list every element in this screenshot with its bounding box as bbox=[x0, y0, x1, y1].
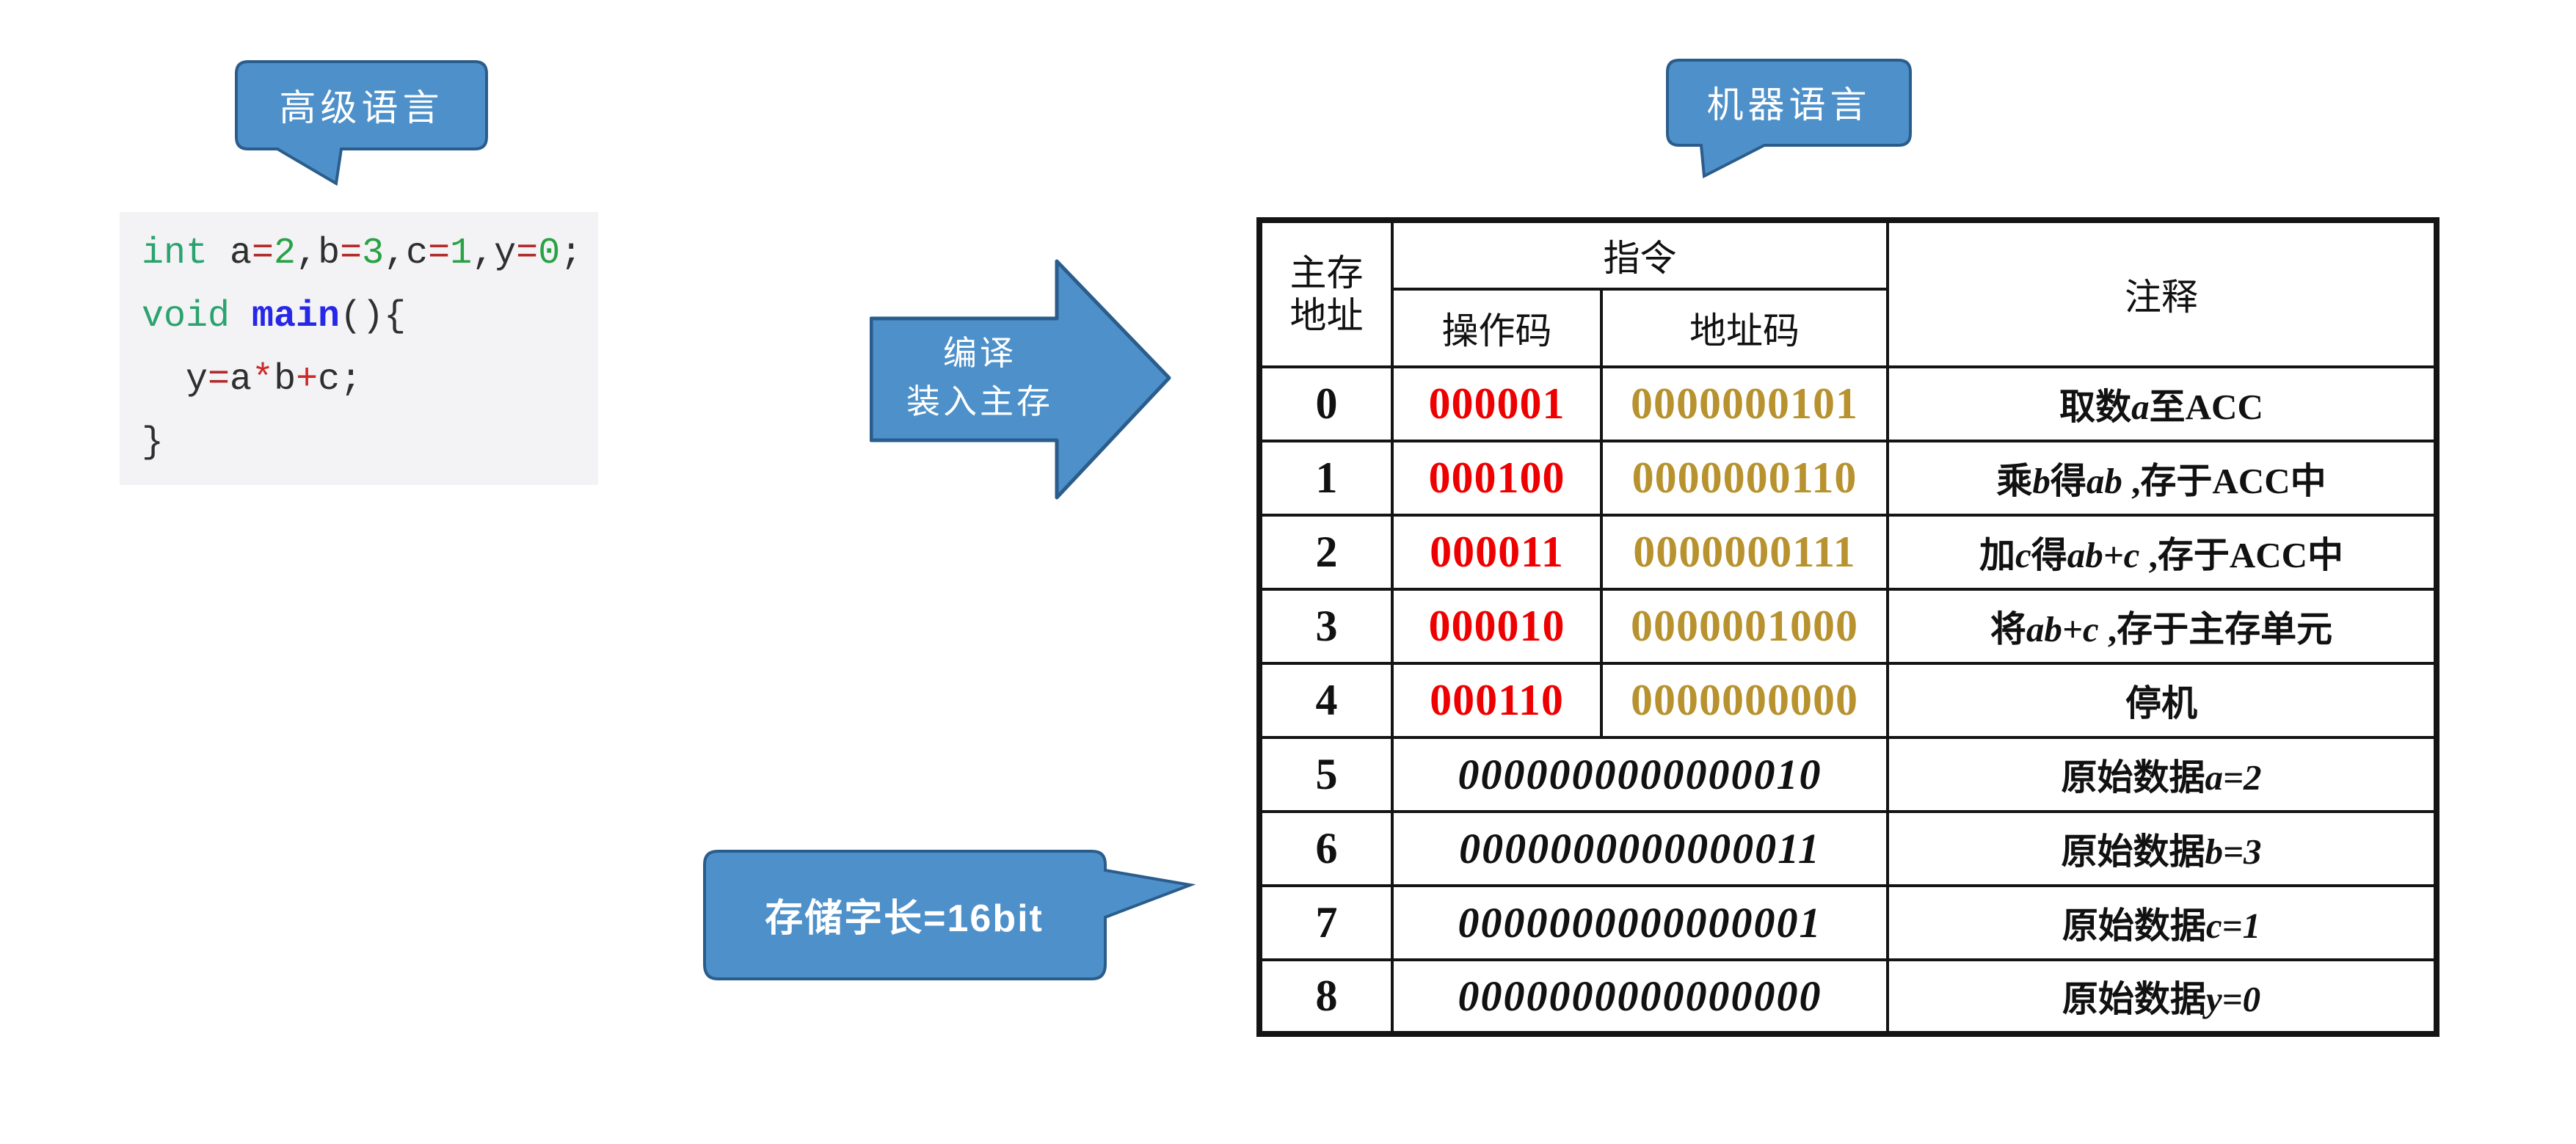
callout-word-length: 存储字长=16bit bbox=[703, 850, 1196, 980]
opcode-cell: 000010 bbox=[1391, 588, 1603, 665]
address-code-cell: 0000000000 bbox=[1600, 662, 1889, 739]
compile-arrow-label: 编译 装入主存 bbox=[870, 329, 1090, 426]
callout-high-level-language-label: 高级语言 bbox=[279, 87, 444, 128]
code-line: } bbox=[142, 422, 164, 464]
speech-bubble-shape bbox=[1666, 59, 1912, 179]
data-word-cell: 0000000000000011 bbox=[1391, 810, 1889, 887]
memory-address-cell: 7 bbox=[1258, 884, 1394, 961]
arrow-line-2: 装入主存 bbox=[906, 382, 1053, 420]
comment-cell: 原始数据y=0 bbox=[1886, 958, 2438, 1035]
code-line: int a=2,b=3,c=1,y=0; bbox=[142, 233, 583, 274]
comment-cell: 原始数据c=1 bbox=[1886, 884, 2438, 961]
compile-arrow: 编译 装入主存 bbox=[870, 258, 1172, 500]
code-block: int a=2,b=3,c=1,y=0; void main(){ y=a*b+c… bbox=[120, 212, 598, 485]
arrow-line-1: 编译 bbox=[943, 334, 1016, 372]
code-line: void main(){ bbox=[142, 296, 407, 338]
right-arrow-shape bbox=[870, 259, 1171, 500]
memory-address-cell: 3 bbox=[1258, 588, 1394, 665]
header-memory-address-line1: 主存 bbox=[1289, 252, 1364, 294]
memory-address-cell: 0 bbox=[1258, 365, 1394, 442]
address-code-cell: 0000000101 bbox=[1600, 365, 1889, 442]
opcode-cell: 000011 bbox=[1391, 514, 1603, 591]
memory-address-cell: 8 bbox=[1258, 958, 1394, 1035]
opcode-cell: 000001 bbox=[1391, 365, 1603, 442]
header-memory-address: 主存 地址 bbox=[1258, 219, 1394, 368]
opcode-cell: 000110 bbox=[1391, 662, 1603, 739]
comment-cell: 加c得ab+c ,存于ACC中 bbox=[1886, 514, 2438, 591]
data-word-cell: 0000000000000010 bbox=[1391, 736, 1889, 813]
callout-machine-language-label: 机器语言 bbox=[1706, 84, 1871, 125]
memory-address-cell: 1 bbox=[1258, 440, 1394, 517]
comment-cell: 将ab+c ,存于主存单元 bbox=[1886, 588, 2438, 665]
callout-machine-language: 机器语言 bbox=[1666, 59, 1912, 179]
callout-high-level-language: 高级语言 bbox=[235, 60, 488, 186]
data-word-cell: 0000000000000001 bbox=[1391, 884, 1889, 961]
code-line: y=a*b+c; bbox=[142, 359, 363, 401]
header-instruction: 指令 bbox=[1391, 219, 1889, 291]
comment-cell: 原始数据b=3 bbox=[1886, 810, 2438, 887]
header-opcode: 操作码 bbox=[1391, 288, 1603, 368]
comment-cell: 停机 bbox=[1886, 662, 2438, 739]
address-code-cell: 0000000111 bbox=[1600, 514, 1889, 591]
data-word-cell: 0000000000000000 bbox=[1391, 958, 1889, 1035]
address-code-cell: 0000000110 bbox=[1600, 440, 1889, 517]
header-address-code: 地址码 bbox=[1600, 288, 1889, 368]
comment-cell: 原始数据a=2 bbox=[1886, 736, 2438, 813]
header-comment: 注释 bbox=[1886, 219, 2438, 368]
memory-address-cell: 2 bbox=[1258, 514, 1394, 591]
memory-address-cell: 4 bbox=[1258, 662, 1394, 739]
address-code-cell: 0000001000 bbox=[1600, 588, 1889, 665]
comment-cell: 乘b得ab ,存于ACC中 bbox=[1886, 440, 2438, 517]
comment-cell: 取数a至ACC bbox=[1886, 365, 2438, 442]
opcode-cell: 000100 bbox=[1391, 440, 1603, 517]
memory-address-cell: 5 bbox=[1258, 736, 1394, 813]
memory-address-cell: 6 bbox=[1258, 810, 1394, 887]
header-memory-address-line2: 地址 bbox=[1289, 295, 1364, 336]
speech-bubble-shape bbox=[703, 850, 1196, 980]
speech-bubble-shape bbox=[235, 60, 488, 186]
callout-word-length-label: 存储字长=16bit bbox=[765, 897, 1044, 940]
